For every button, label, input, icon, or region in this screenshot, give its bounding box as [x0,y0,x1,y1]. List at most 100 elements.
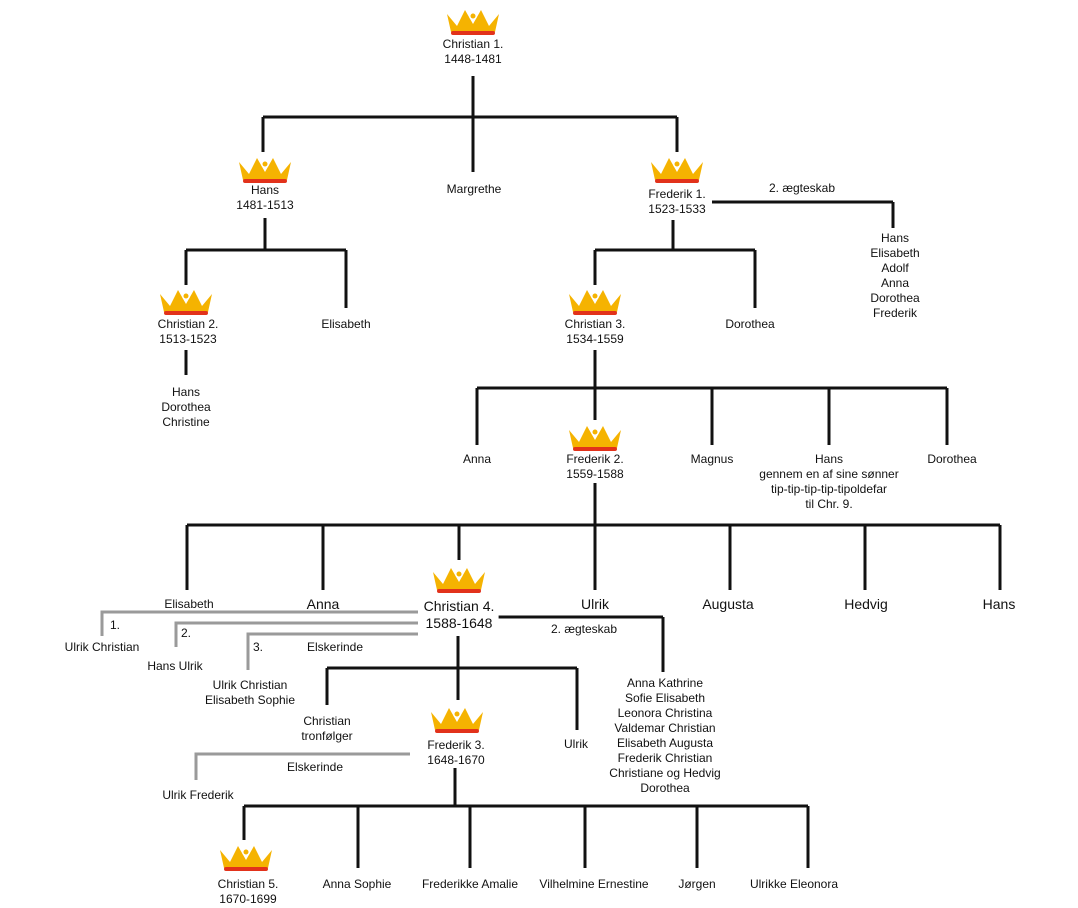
child-name: Sofie Elisabeth [624,691,706,705]
person-elisabeth-f2: Elisabeth [164,597,213,612]
person-years: 1448-1481 [444,52,502,66]
person-name: Christian [303,714,351,728]
person-years: 1481-1513 [236,198,294,212]
crown-icon [156,284,216,318]
person-note: tip-tip-tip-tip-tipoldefar [770,482,888,496]
person-name: Hedvig [844,596,888,612]
person-christian-tronfolger: Christian tronfølger [301,714,352,744]
child-name: Valdemar Christian [614,721,716,735]
person-years: 1534-1559 [566,332,624,346]
person-name: Christian 1. [442,37,504,51]
person-christian-5: Christian 5. 1670-1699 [218,877,279,907]
person-name: Anna [462,452,492,466]
child-name: Dorothea [870,291,920,305]
relation-number: 2. [180,626,192,640]
marriage-label: 2. ægteskab [550,622,618,636]
person-name: Christian 4. [423,598,495,614]
legitimate-lines [184,76,1002,868]
child-name: Anna Kathrine [626,676,704,690]
person-name: Ulrik [581,596,609,612]
person-name: Elisabeth [164,597,214,611]
person-hans-c3: Hans gennem en af sine sønner tip-tip-ti… [759,452,898,512]
person-name: Vilhelmine Ernestine [539,877,649,891]
person-name: Elisabeth [321,317,371,331]
person-note: gennem en af sine sønner [759,467,899,481]
person-hans-f2: Hans [983,596,1016,613]
child-name: Christiane og Hedvig [609,766,721,780]
person-name: Dorothea [725,317,775,331]
illegitimate-lines [100,610,418,780]
person-note: tronfølger [301,729,353,743]
person-frederikke-amalie: Frederikke Amalie [422,877,518,892]
crown-icon [429,562,489,596]
person-name: Frederik 2. [566,452,624,466]
person-frederik-3: Frederik 3. 1648-1670 [423,738,489,768]
crown-icon [427,702,487,736]
person-name: Ulrikke Eleonora [749,877,839,891]
child-name: Anna [880,276,910,290]
person-elisabeth: Elisabeth [321,317,370,332]
person-name: Hans [814,452,844,466]
crown-icon [443,4,503,38]
child-name: Ulrik Christian [212,678,288,692]
person-name: Anna [306,596,340,612]
child-name: Dorothea [161,400,211,414]
person-years: 1523-1533 [648,202,706,216]
relation-child: Ulrik Christian [64,640,140,654]
crown-icon [565,284,625,318]
crown-icon [647,152,707,186]
person-name: Christian 2. [157,317,219,331]
child-name: Frederik [872,306,917,320]
person-name: Hans [982,596,1016,612]
person-name: Ulrik [564,737,588,751]
person-name: Magnus [690,452,734,466]
person-name: Frederikke Amalie [421,877,519,891]
child-name: Elisabeth Sophie [204,693,296,707]
person-name: Margrethe [446,182,502,196]
crown-icon [216,840,276,874]
person-name: Jørgen [678,877,716,891]
person-christian-3: Christian 3. 1534-1559 [565,317,626,347]
person-years: 1670-1699 [219,892,277,906]
relation-children: Ulrik Christian Elisabeth Sophie [205,678,295,708]
child-name: Frederik Christian [617,751,713,765]
person-vilhelmine-ernestine: Vilhelmine Ernestine [539,877,648,892]
person-christian-1: Christian 1. 1448-1481 [443,37,504,67]
person-magnus: Magnus [691,452,734,467]
child-name: Christine [162,415,210,429]
person-dorothea: Dorothea [725,317,774,332]
person-name: Frederik 3. [427,738,485,752]
person-note: til Chr. 9. [805,497,853,511]
person-dorothea-c3: Dorothea [927,452,976,467]
person-anna: Anna [463,452,491,467]
child-name: Leonora Christina [617,706,713,720]
person-christian-2: Christian 2. 1513-1523 [158,317,219,347]
christian2-children: Hans Dorothea Christine [161,385,210,430]
relation-number: 1. [109,618,121,632]
person-frederik-2: Frederik 2. 1559-1588 [566,452,623,482]
person-margrethe: Margrethe [447,182,502,197]
person-years: 1513-1523 [159,332,217,346]
person-name: Christian 3. [564,317,626,331]
person-ulrikke-eleonora: Ulrikke Eleonora [750,877,838,892]
person-years: 1588-1648 [425,615,493,631]
person-ulrik-c4: Ulrik [564,737,588,752]
child-name: Hans [880,231,909,245]
second-marriage-children: Anna Kathrine Sofie Elisabeth Leonora Ch… [609,676,720,796]
person-anna-sophie: Anna Sophie [323,877,392,892]
relation-child: Ulrik Frederik [162,788,234,802]
person-name: Augusta [702,596,754,612]
child-name: Dorothea [640,781,690,795]
person-name: Hans [250,183,280,197]
person-christian-4: Christian 4. 1588-1648 [419,598,499,632]
person-name: Frederik 1. [648,187,706,201]
person-years: 1559-1588 [566,467,624,481]
person-anna-f2: Anna [307,596,340,613]
mistress-label: Elskerinde [306,640,364,654]
child-name: Adolf [881,261,909,275]
second-marriage-children: Hans Elisabeth Adolf Anna Dorothea Frede… [870,231,919,321]
marriage-label: 2. ægteskab [768,181,836,195]
child-name: Hans [171,385,200,399]
